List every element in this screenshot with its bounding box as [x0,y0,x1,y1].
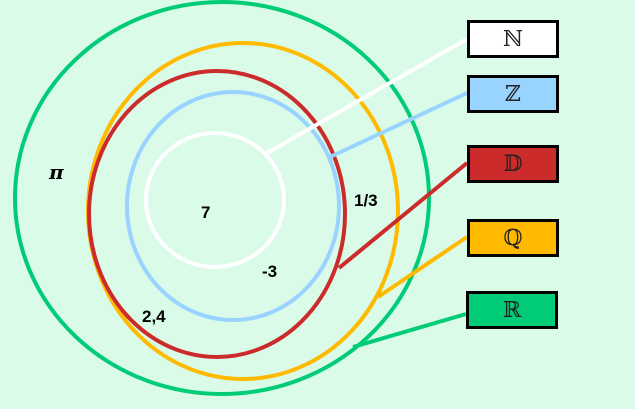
element-seven-label: 7 [201,203,211,222]
element-pi-label: π [49,160,64,184]
set-z-box: ℤ [467,75,559,113]
element-one-third-label: 1/3 [354,191,378,210]
set-z-symbol: ℤ [504,81,522,107]
connector-q [376,235,469,299]
element-two-four-label: 2,4 [142,307,166,326]
connector-d [337,161,469,270]
set-n-region [144,131,286,269]
set-d-region [87,69,347,359]
set-q-box: ℚ [467,219,559,257]
element-minus-three-label: -3 [262,262,278,281]
set-r-box: ℝ [466,291,558,329]
set-z-region [125,90,341,322]
set-r-symbol: ℝ [502,297,522,323]
set-n-symbol: ℕ [502,26,524,52]
set-d-symbol: 𝔻 [503,151,523,177]
set-r-region [13,0,431,396]
connector-z [329,91,468,159]
set-n-box: ℕ [467,20,559,58]
set-q-symbol: ℚ [503,225,523,251]
set-d-box: 𝔻 [467,145,559,183]
connector-r [352,312,467,349]
connector-n [266,37,468,155]
